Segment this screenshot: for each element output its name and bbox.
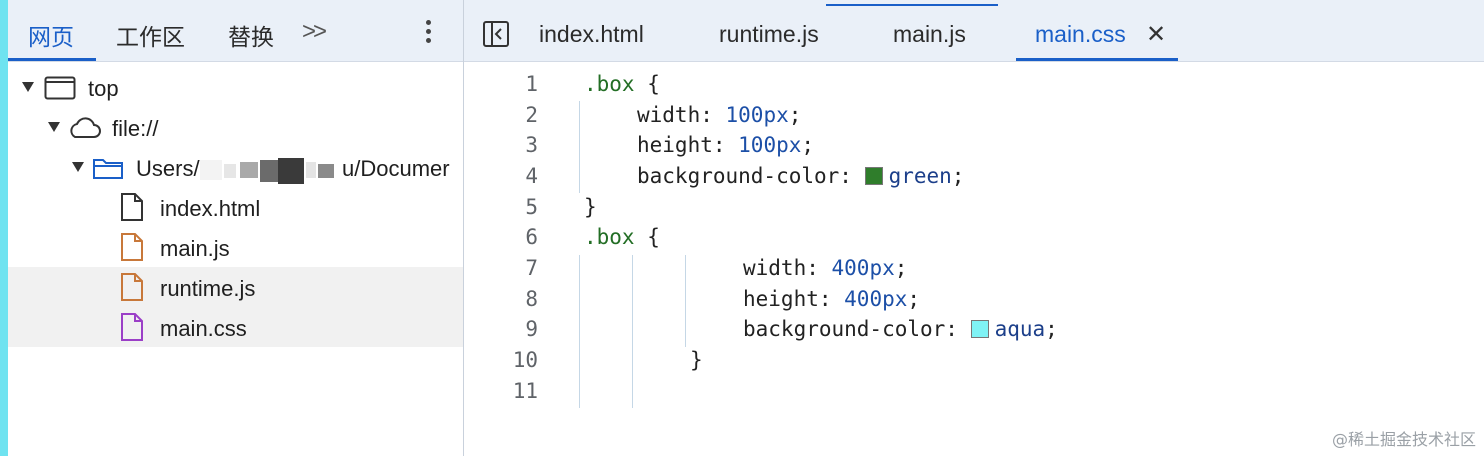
code-line-8: height: 400px;	[743, 287, 920, 311]
focus-accent-line	[826, 4, 998, 6]
indent-guide	[579, 101, 580, 193]
tree-item-top[interactable]: top	[8, 67, 463, 107]
code-token: ;	[788, 103, 802, 127]
code-line-5: }	[584, 195, 597, 219]
tree-label: index.html	[160, 196, 261, 221]
css-value: aqua	[994, 317, 1046, 341]
css-value: green	[888, 164, 952, 188]
css-property: width:	[637, 103, 726, 127]
code-line-1: .box {	[584, 72, 660, 96]
cloud-icon	[70, 117, 101, 138]
line-number: 8	[525, 287, 538, 311]
file-css-icon	[121, 313, 143, 341]
tab-main-js[interactable]: main.js	[893, 21, 966, 47]
code-line-4: background-color: green;	[637, 164, 964, 188]
editor-tab-bar: index.html runtime.js main.js main.css ✕	[464, 0, 1484, 62]
tree-label: main.css	[160, 316, 247, 341]
tree-label: file://	[112, 116, 159, 141]
tree-item-runtime-js[interactable]: runtime.js	[8, 267, 463, 307]
code-token: ;	[801, 133, 815, 157]
line-number: 4	[525, 164, 538, 188]
css-property: height:	[637, 133, 739, 157]
line-number: 5	[525, 195, 538, 219]
indent-guide	[685, 255, 686, 347]
tree-label-prefix: Users/	[136, 156, 200, 181]
expand-arrow-icon[interactable]	[22, 82, 34, 92]
tab-page[interactable]: 网页	[28, 24, 74, 50]
close-tab-icon[interactable]: ✕	[1146, 21, 1167, 48]
tree-item-main-css[interactable]: main.css	[8, 307, 463, 347]
line-number: 6	[525, 225, 538, 249]
code-token: ;	[907, 287, 921, 311]
tree-item-file-origin[interactable]: file://	[8, 107, 463, 147]
folder-icon	[93, 159, 123, 179]
panel-divider[interactable]	[463, 0, 464, 456]
indent-guide	[632, 255, 633, 408]
css-property: background-color:	[637, 164, 865, 188]
watermark: @稀土掘金技术社区	[1331, 430, 1476, 449]
line-number: 10	[512, 348, 538, 372]
line-number: 3	[525, 133, 538, 157]
file-html-icon	[121, 193, 143, 221]
css-value: 100px	[725, 103, 789, 127]
line-number: 9	[525, 317, 538, 341]
code-token: ;	[951, 164, 965, 188]
css-value: 100px	[738, 133, 802, 157]
code-token: ;	[894, 256, 908, 280]
css-selector: .box	[584, 225, 635, 249]
tree-item-main-js[interactable]: main.js	[8, 227, 463, 267]
frame-icon	[44, 76, 76, 100]
file-js-icon	[121, 233, 143, 261]
line-number: 1	[525, 72, 538, 96]
css-selector: .box	[584, 72, 635, 96]
tree-item-users-folder[interactable]: Users/ u/Documer	[8, 147, 463, 187]
code-line-2: width: 100px;	[637, 103, 801, 127]
window-edge-strip	[0, 0, 8, 456]
code-line-6: .box {	[584, 225, 660, 249]
tab-index-html[interactable]: index.html	[539, 21, 644, 47]
code-line-9: background-color: aqua;	[743, 317, 1058, 341]
code-token: }	[584, 195, 597, 219]
code-line-3: height: 100px;	[637, 133, 814, 157]
tree-label: main.js	[160, 236, 230, 261]
tree-item-index-html[interactable]: index.html	[8, 187, 463, 227]
code-token: {	[634, 72, 660, 96]
redacted-path	[200, 158, 350, 184]
color-swatch-aqua[interactable]	[970, 320, 989, 338]
active-tab-indicator	[1016, 58, 1178, 61]
navigator-tab-bar: 网页 工作区 替换 >>	[8, 0, 463, 62]
active-tab-indicator	[8, 58, 96, 61]
code-line-10: }	[690, 348, 703, 372]
expand-arrow-icon[interactable]	[72, 162, 84, 172]
tab-workspace[interactable]: 工作区	[116, 24, 185, 50]
indent-guide	[579, 255, 580, 408]
css-property: height:	[743, 287, 845, 311]
css-value: 400px	[831, 256, 895, 280]
sources-navigator: 网页 工作区 替换 >> top file://	[8, 0, 463, 456]
more-options-icon[interactable]	[422, 20, 434, 50]
code-editor[interactable]: 1 2 3 4 5 6 7 8 9 10 11 .box { width: 10…	[464, 63, 1484, 456]
tab-main-css[interactable]: main.css	[1035, 21, 1126, 47]
code-token: ;	[1045, 317, 1058, 341]
toggle-navigator-icon[interactable]	[482, 20, 510, 48]
code-token: }	[690, 348, 703, 372]
tree-label: runtime.js	[160, 276, 256, 301]
tree-label-suffix: u/Documer	[342, 156, 450, 181]
expand-arrow-icon[interactable]	[48, 122, 60, 132]
tree-label: top	[88, 76, 119, 101]
line-number: 11	[512, 379, 538, 403]
css-value: 400px	[844, 287, 908, 311]
code-token: {	[634, 225, 660, 249]
tab-overrides[interactable]: 替换	[228, 24, 274, 50]
css-property: width:	[743, 256, 832, 280]
line-number: 7	[525, 256, 538, 280]
code-line-7: width: 400px;	[743, 256, 907, 280]
color-swatch-green[interactable]	[864, 167, 883, 185]
file-js-icon	[121, 273, 143, 301]
tab-runtime-js[interactable]: runtime.js	[719, 21, 819, 47]
line-number: 2	[525, 103, 538, 127]
more-tabs-chevron-icon[interactable]: >>	[302, 18, 327, 45]
css-property: background-color:	[743, 317, 971, 341]
